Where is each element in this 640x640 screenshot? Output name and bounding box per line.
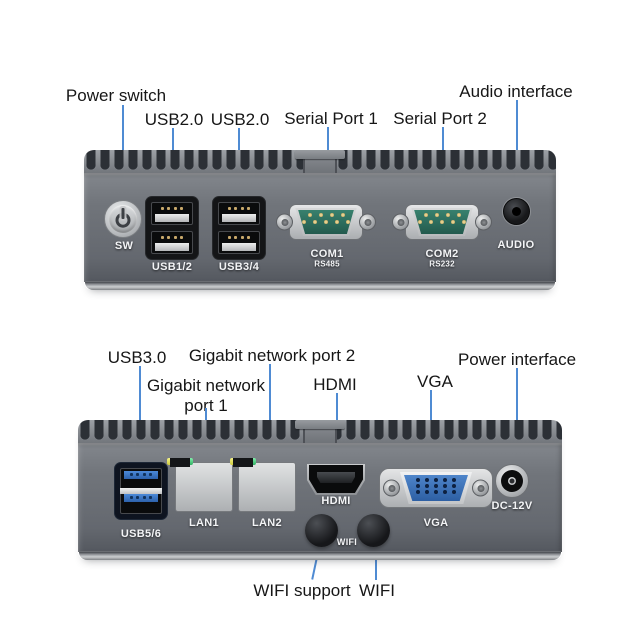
callout-usb20-left: USB2.0 <box>144 110 204 129</box>
com1-standard-label: RS485 <box>314 259 340 269</box>
hdmi-slot <box>317 472 355 483</box>
audio-label: AUDIO <box>497 239 535 251</box>
callout-audio-interface: Audio interface <box>459 82 573 101</box>
front-fin-tab <box>295 150 345 174</box>
rear-panel: USB5/6 LAN1 LAN2 HDMI <box>78 420 562 560</box>
vga-screw-right <box>472 479 489 497</box>
callout-wifi: WIFI <box>359 581 395 600</box>
callout-power-switch: Power switch <box>65 86 167 105</box>
usb-receptacle <box>151 202 193 225</box>
usb-receptacle <box>151 231 193 254</box>
usb3-receptacle <box>120 468 162 491</box>
com1-label: COM1 <box>310 248 344 260</box>
rear-bottom-edge <box>79 551 561 560</box>
callout-hdmi: HDMI <box>313 375 357 394</box>
vga-screw-left <box>383 479 400 497</box>
power-button-label: SW <box>114 240 134 252</box>
power-button <box>104 200 142 238</box>
com2-port <box>392 204 492 240</box>
callout-serial-port-1: Serial Port 1 <box>284 109 378 128</box>
callout-usb30: USB3.0 <box>107 348 167 367</box>
hdmi-label: HDMI <box>321 495 351 507</box>
front-panel: SW USB1/2 USB3/4 COM1 RS485 <box>84 150 556 290</box>
usb-port-3-4 <box>212 196 266 260</box>
com2-label: COM2 <box>425 248 459 260</box>
com1-dsub <box>295 208 357 236</box>
callout-gigabit-port-1: Gigabit network port 1 <box>147 376 265 415</box>
vga-dsub <box>404 475 468 501</box>
vga-port <box>379 468 493 508</box>
usb-5-6-label: USB5/6 <box>120 528 162 540</box>
usb3-receptacle <box>120 491 162 514</box>
usb-port-5-6 <box>114 462 168 520</box>
lan2-port <box>230 458 296 512</box>
usb-receptacle <box>218 231 260 254</box>
usb-port-1-2 <box>145 196 199 260</box>
wifi-antenna-left <box>305 514 338 547</box>
callout-power-interface: Power interface <box>457 350 577 369</box>
callout-serial-port-2: Serial Port 2 <box>393 109 487 128</box>
rear-fin-tab <box>295 420 345 444</box>
callout-gigabit-port-1-line2: port 1 <box>184 395 228 415</box>
com1-screw-left <box>276 213 293 231</box>
hdmi-port <box>307 464 365 495</box>
dc-power-jack <box>495 464 529 498</box>
dc-power-label: DC-12V <box>491 500 533 512</box>
dc-jack-pinhole <box>509 478 515 484</box>
callout-gigabit-port-1-line1: Gigabit network <box>146 376 266 395</box>
power-icon-stem <box>121 208 125 219</box>
com2-dsub <box>411 208 473 236</box>
callout-vga: VGA <box>417 372 453 391</box>
usb-3-4-label: USB3/4 <box>218 261 260 273</box>
com2-standard-label: RS232 <box>429 259 455 269</box>
usb-receptacle <box>218 202 260 225</box>
lan2-label: LAN2 <box>252 517 282 529</box>
lan1-port <box>167 458 233 512</box>
wifi-label: WIFI <box>336 537 358 547</box>
com2-screw-right <box>475 213 492 231</box>
com1-screw-right <box>359 213 376 231</box>
callout-usb20-right: USB2.0 <box>210 110 270 129</box>
usb-1-2-label: USB1/2 <box>151 261 193 273</box>
lan1-label: LAN1 <box>189 517 219 529</box>
audio-jack <box>503 198 530 225</box>
callout-gigabit-port-2: Gigabit network port 2 <box>188 346 356 365</box>
vga-label: VGA <box>423 517 449 529</box>
com2-screw-left <box>392 213 409 231</box>
wifi-antenna-right <box>357 514 390 547</box>
front-bottom-edge <box>85 281 555 290</box>
callout-wifi-support: WIFI support <box>253 581 351 600</box>
com1-port <box>276 204 376 240</box>
